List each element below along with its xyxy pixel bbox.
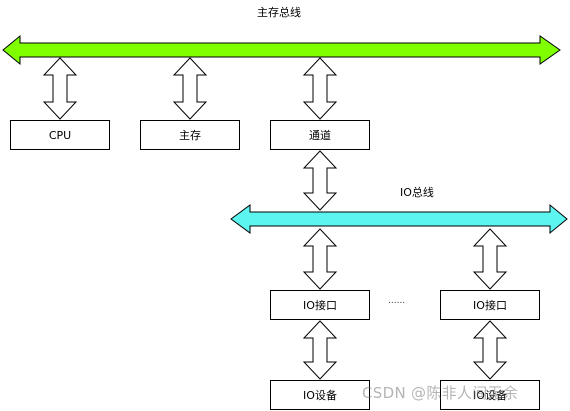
cpu-bus-arrow: [42, 57, 78, 120]
channel-node: 通道: [270, 120, 370, 150]
ellipsis-between-ports: ......: [388, 296, 406, 306]
main-bus-label: 主存总线: [257, 6, 301, 19]
memory-bus-arrow: [172, 57, 208, 120]
io-device-node-2: IO设备: [440, 380, 540, 410]
csdn-watermark: CSDN @陈非人间无余: [362, 384, 519, 402]
cpu-node: CPU: [10, 120, 110, 150]
memory-node: 主存: [140, 120, 240, 150]
io-port-node-2: IO接口: [440, 290, 540, 320]
channel-main-bus-arrow: [302, 57, 338, 120]
port1-io-bus-arrow: [302, 228, 338, 290]
main-bus-arrow: [2, 34, 561, 66]
io-bus-label: IO总线: [400, 186, 434, 199]
io-port-node-1: IO接口: [270, 290, 370, 320]
port2-device-arrow: [472, 320, 508, 380]
port1-device-arrow: [302, 320, 338, 380]
port2-io-bus-arrow: [472, 228, 508, 290]
channel-io-bus-arrow: [302, 150, 338, 211]
io-bus-arrow: [230, 203, 568, 235]
io-device-node-1: IO设备: [270, 380, 370, 410]
